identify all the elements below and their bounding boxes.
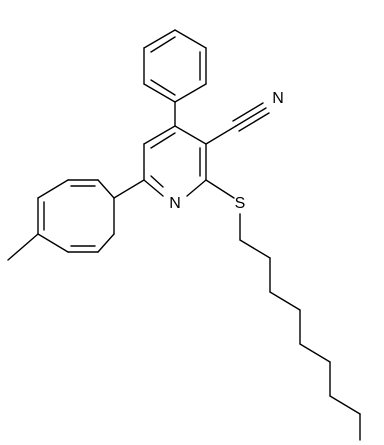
sulfur-label: S: [235, 195, 246, 212]
thioether-chain: S: [205, 179, 361, 441]
bond: [329, 395, 361, 415]
ring-nitrogen-label: N: [169, 195, 181, 212]
nitrile-nitrogen-label: N: [272, 90, 284, 107]
phenyl-ring: [143, 29, 207, 103]
bond: [150, 79, 176, 96]
bond: [37, 179, 69, 199]
bond: [150, 36, 176, 53]
bond: [205, 179, 235, 199]
bond: [37, 233, 69, 253]
bond: [174, 29, 207, 49]
bond: [174, 83, 207, 103]
nitrile-group: N: [205, 89, 286, 145]
bond: [143, 179, 164, 197]
pyridine-ring: [143, 125, 207, 197]
bond: [299, 343, 331, 363]
bond: [143, 83, 176, 103]
bond: [143, 125, 176, 145]
bond: [150, 175, 164, 188]
bond: [269, 291, 301, 311]
bond: [205, 125, 237, 145]
bond: [238, 112, 270, 132]
bond: [97, 233, 115, 253]
tolyl-ring: [37, 179, 115, 253]
bond: [232, 102, 264, 122]
bond: [97, 179, 115, 199]
bond: [235, 107, 267, 127]
bond: [113, 179, 145, 199]
bond: [143, 29, 176, 49]
label-background: [270, 89, 286, 107]
bond: [150, 132, 176, 149]
bond: [174, 125, 207, 145]
bond: [186, 179, 207, 197]
bond: [239, 239, 271, 259]
methyl-bond: [7, 233, 39, 261]
